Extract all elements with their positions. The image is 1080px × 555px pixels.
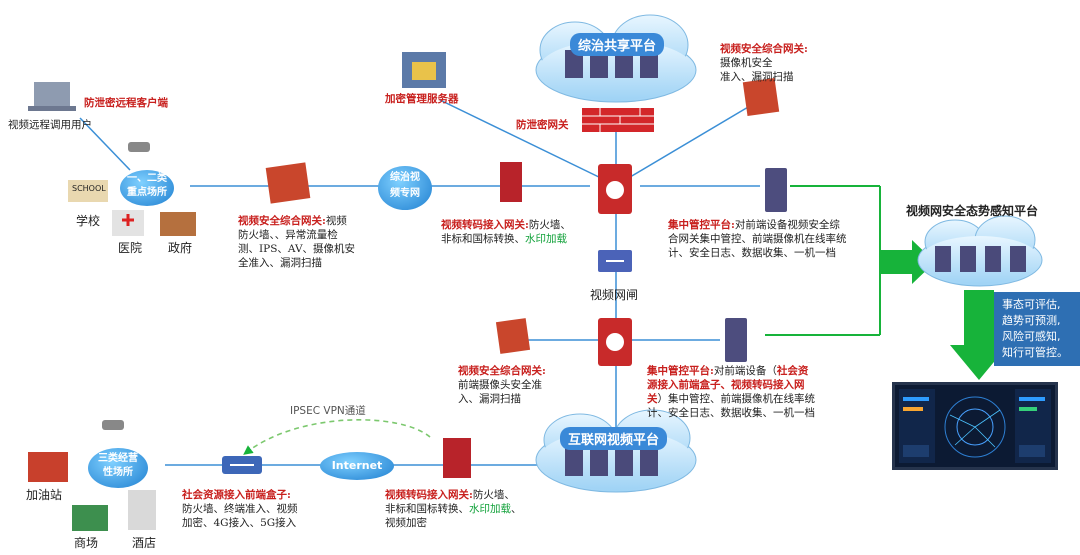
central2-server-icon	[725, 318, 747, 362]
central2-control-note: 集中管控平台:对前端设备（社会资 源接入前端盒子、视频转码接入网 关）集中管控、…	[647, 364, 852, 420]
central-control-note-body: 对前端设备视频安全综 合网关集中管控、前端摄像机在线率统 计、安全日志、数据收集…	[668, 219, 847, 259]
remote-user-label: 视频远程调用用户	[8, 119, 92, 131]
transcode2-gateway-note: 视频转码接入网关:防火墙、 非标和国标转换、水印加载、 视频加密	[385, 488, 565, 530]
firewall-left-icon	[265, 162, 311, 204]
awareness-info-box: 事态可评估, 趋势可预测, 风险可感知, 知行可管控。	[994, 292, 1080, 366]
top-gw-line	[624, 99, 761, 181]
lower-gateway-note-title: 视频安全综合网关:	[458, 365, 546, 377]
edge-box-note-body: 防火墙、终端准入、视频 加密、4G接入、5G接入	[182, 503, 298, 529]
gas-label: 加油站	[26, 488, 63, 502]
edge-box-note: 社会资源接入前端盒子: 防火墙、终端准入、视频 加密、4G接入、5G接入	[182, 488, 322, 530]
central-control-note-title: 集中管控平台:	[668, 219, 735, 231]
hospital-label: 医院	[118, 241, 143, 255]
transcode-gateway-note-watermark: 水印加载	[525, 233, 567, 245]
government-building-icon	[160, 212, 196, 236]
central2-control-note-devices: 社会资 源接入前端盒子、视频转码接入网 关	[647, 365, 809, 405]
core-switch-lower-icon	[598, 318, 632, 366]
dashboard-screen	[892, 382, 1058, 470]
third-places-label: 三类经营 性场所	[88, 448, 148, 488]
encrypt-server-line	[439, 99, 606, 181]
transcode2-gateway-note-watermark: 水印加载	[469, 503, 511, 515]
school-label: 学校	[76, 214, 101, 228]
vpn-dashed-arrow	[243, 419, 431, 455]
lower-gateway-note: 视频安全综合网关: 前端摄像头安全准 入、漏洞扫描	[458, 364, 598, 406]
mall-building-icon	[72, 505, 108, 531]
hotel-label: 酒店	[132, 536, 157, 550]
encrypt-server-label: 加密管理服务器	[385, 93, 459, 105]
left-gateway-note: 视频安全综合网关:视频 防火墙、、异常流量检 测、IPS、AV、摄像机安 全准入…	[238, 214, 378, 270]
left-gateway-note-title: 视频安全综合网关:	[238, 215, 326, 227]
central2-control-note-title: 集中管控平台:	[647, 365, 714, 377]
dashboard-graphics	[899, 389, 1051, 463]
central-control-note: 集中管控平台:对前端设备视频安全综 合网关集中管控、前端摄像机在线率统 计、安全…	[668, 218, 880, 260]
zongzhi-cloud-label: 综治共享平台	[570, 33, 665, 56]
lower-gateway-note-body: 前端摄像头安全准 入、漏洞扫描	[458, 379, 542, 405]
top-gateway-note: 视频安全综合网关: 摄像机安全 准入、漏洞扫描	[720, 42, 812, 84]
hotel-building-icon	[128, 490, 156, 530]
ipsec-label: IPSEC VPN通道	[290, 405, 366, 417]
edge-box-note-title: 社会资源接入前端盒子:	[182, 489, 291, 501]
encrypt-server-icon	[402, 52, 446, 88]
transcode-gateway-note-body: 防火墙、 非标和国标转换、	[441, 219, 571, 245]
gas-station-icon	[28, 452, 68, 482]
transcode2-gateway-note-title: 视频转码接入网关:	[385, 489, 473, 501]
remote-user-line	[79, 117, 131, 171]
camera-bottom-icon	[102, 420, 124, 430]
key-places-label: 一、二类 重点场所	[120, 170, 174, 206]
hospital-building-icon	[112, 210, 144, 236]
edge-box-icon	[222, 456, 262, 474]
core-switch-top-icon	[598, 164, 632, 214]
transcoder-top-icon	[500, 162, 522, 202]
transcode-gateway-note-title: 视频转码接入网关:	[441, 219, 529, 231]
leak-gateway-label: 防泄密网关	[516, 119, 569, 131]
internet-label: Internet	[320, 452, 394, 480]
government-label: 政府	[168, 241, 193, 255]
video-gate-label: 视频网闸	[590, 288, 639, 302]
firewall-lower-icon	[495, 318, 531, 354]
transcode2-gateway-note-body: 防火墙、 非标和国标转换、	[385, 489, 515, 515]
school-building-icon	[68, 180, 108, 202]
awareness-cloud-shape	[917, 215, 1043, 287]
left-gateway-note-body: 视频 防火墙、、异常流量检 测、IPS、AV、摄像机安 全准入、漏洞扫描	[238, 215, 356, 269]
green-arrow-down	[950, 290, 1008, 380]
top-gateway-note-title: 视频安全综合网关:	[720, 43, 808, 55]
transcode-gateway-note: 视频转码接入网关:防火墙、 非标和国标转换、水印加载	[441, 218, 601, 246]
top-gateway-note-body: 摄像机安全 准入、漏洞扫描	[720, 57, 794, 83]
central2-control-note-pre: 对前端设备（	[713, 365, 777, 377]
laptop-icon	[28, 82, 76, 111]
video-gate-icon	[598, 250, 632, 272]
school-sign: SCHOOL	[72, 184, 106, 193]
internet-cloud-label: 互联网视频平台	[560, 427, 668, 450]
zongzhi-net-label: 综治视 频专网	[378, 166, 432, 210]
camera-top-icon	[128, 142, 150, 152]
transcode2-gateway-note-tail: 、 视频加密	[385, 503, 522, 529]
central2-control-note-body: ）集中管控、前端摄像机在线率统 计、安全日志、数据收集、一机一档	[647, 393, 815, 419]
firewall-bottom-icon	[443, 438, 471, 478]
firewall-top-icon	[582, 108, 654, 132]
central-server-icon	[765, 168, 787, 212]
remote-client-label: 防泄密远程客户端	[84, 97, 168, 109]
awareness-title: 视频网安全态势感知平台	[906, 204, 1039, 218]
firewall-topright-icon	[742, 77, 780, 117]
zongzhi-cloud-shape	[535, 14, 697, 103]
mall-label: 商场	[74, 536, 99, 550]
